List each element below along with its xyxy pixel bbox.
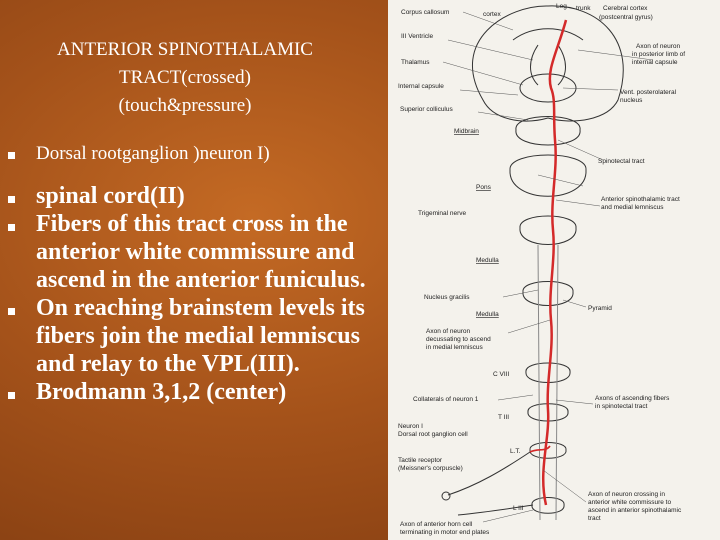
bullet-text: Fibers of this tract cross in the anteri…	[36, 211, 366, 293]
spinal-column-outline	[537, 244, 559, 521]
label-third-ventricle: III Ventricle	[401, 33, 434, 40]
label-trigeminal: Trigeminal nerve	[418, 210, 467, 217]
slide-title: ANTERIOR SPINOTHALAMIC TRACT(crossed) (t…	[0, 36, 370, 120]
label-vpl: Vent. posterolateral	[620, 89, 677, 96]
label-postcentral-gyrus: (postcentral gyrus)	[599, 14, 653, 21]
label-anterior-horn-axon: Axon of anterior horn cell	[400, 521, 473, 528]
bullet-text: Dorsal rootganglion )neuron I)	[36, 143, 270, 164]
label-collaterals: Collaterals of neuron 1	[413, 396, 479, 403]
spinothalamic-diagram: Corpus callosum cortex Leg trunk Cerebra…	[388, 0, 720, 540]
label-nucleus-gracilis: Nucleus gracilis	[424, 294, 470, 301]
bullet-item: On reaching brainstem levels its fibers …	[8, 294, 388, 378]
label-cortex: cortex	[483, 11, 501, 18]
bullet-square-icon	[8, 224, 15, 231]
label-dorsal-root-ganglion: Dorsal root ganglion cell	[398, 431, 468, 438]
label-cerebral-cortex: Cerebral cortex	[603, 5, 648, 12]
label-corpus-callosum: Corpus callosum	[401, 9, 449, 16]
label-motor-end-plates: terminating in motor end plates	[400, 529, 490, 536]
label-crossing-ascend: ascend in anterior spinothalamic	[588, 507, 682, 514]
label-axon-internal-capsule: internal capsule	[632, 59, 678, 66]
label-pons: Pons	[476, 184, 492, 191]
label-superior-colliculus: Superior colliculus	[400, 106, 453, 113]
label-lt: L.T.	[510, 448, 521, 455]
label-decussating-axon: Axon of neuron	[426, 328, 470, 335]
bullet-text: spinal cord(II)	[36, 183, 185, 209]
bullet-item: spinal cord(II)	[8, 182, 388, 210]
bullet-square-icon	[8, 196, 15, 203]
label-medial-lemniscus: and medial lemniscus	[601, 204, 664, 211]
label-axon-neuron: Axon of neuron	[636, 43, 680, 50]
spinal-segment-l3	[531, 497, 565, 514]
bullet-square-icon	[8, 308, 15, 315]
spinal-segment-t3	[527, 403, 569, 422]
spinal-segment-lt	[529, 442, 567, 459]
receptor-corpuscle	[441, 491, 451, 501]
bullet-item: Brodmann 3,1,2 (center)	[8, 378, 388, 406]
thalamus-shape	[519, 73, 577, 103]
label-medulla-upper: Medulla	[476, 257, 499, 264]
label-ascending-axons: Axons of ascending fibers	[595, 395, 670, 402]
label-trunk: trunk	[576, 5, 591, 12]
title-line: TRACT(crossed)	[119, 67, 251, 88]
bullet-item: Fibers of this tract cross in the anteri…	[8, 210, 388, 294]
label-c8: C VIII	[493, 371, 509, 378]
label-crossing-axon: Axon of neuron crossing in	[588, 491, 665, 498]
label-thalamus: Thalamus	[401, 59, 430, 66]
motor-nerve	[457, 504, 534, 516]
title-line: ANTERIOR SPINOTHALAMIC	[57, 39, 313, 60]
bullet-text: On reaching brainstem levels its fibers …	[36, 295, 365, 377]
bullet-list: Dorsal rootganglion )neuron I) spinal co…	[8, 142, 388, 406]
label-leg: Leg	[556, 3, 567, 10]
label-spinotectal: Spinotectal tract	[598, 158, 645, 165]
label-tactile-receptor: Tactile receptor	[398, 457, 443, 464]
label-ascending-spinotectal: in spinotectal tract	[595, 403, 648, 410]
tract-crossing	[529, 445, 551, 453]
ventricle-shape	[530, 44, 566, 86]
bullet-item: Dorsal rootganglion )neuron I)	[8, 142, 388, 166]
diagram-svg: Corpus callosum cortex Leg trunk Cerebra…	[398, 3, 685, 536]
corpus-callosum-shape	[512, 28, 584, 41]
label-vpl-nucleus: nucleus	[620, 97, 643, 104]
label-medulla-lower: Medulla	[476, 311, 499, 318]
anterior-spinothalamic-tract	[542, 19, 568, 506]
label-decussating-ascend: decussating to ascend	[426, 336, 491, 343]
label-midbrain: Midbrain	[454, 128, 479, 135]
label-crossing-commissure: anterior white commissure to	[588, 499, 671, 506]
label-pyramid: Pyramid	[588, 305, 612, 312]
label-neuron1: Neuron I	[398, 423, 423, 430]
label-decussating-lemniscus: in medial lemniscus	[426, 344, 483, 351]
label-internal-capsule: Internal capsule	[398, 83, 444, 90]
bullet-square-icon	[8, 152, 15, 159]
bullet-text: Brodmann 3,1,2 (center)	[36, 379, 287, 405]
midbrain-shape	[515, 116, 581, 146]
cerebrum-outline	[471, 5, 624, 122]
pons-shape	[509, 154, 587, 197]
label-l3: L III	[513, 505, 524, 512]
label-crossing-tract: tract	[588, 515, 601, 522]
label-anterior-spinothalamic: Anterior spinothalamic tract	[601, 196, 680, 203]
label-t3: T III	[498, 414, 509, 421]
title-line: (touch&pressure)	[118, 95, 252, 116]
bullet-square-icon	[8, 392, 15, 399]
medulla-shape-lower	[522, 281, 574, 306]
medulla-shape-upper	[519, 215, 577, 245]
spinal-segment-c8	[525, 362, 571, 383]
label-axon-posterior-limb: in posterior limb of	[632, 51, 685, 58]
peripheral-nerve	[447, 451, 531, 496]
label-meissner: (Meissner's corpuscle)	[398, 465, 463, 472]
